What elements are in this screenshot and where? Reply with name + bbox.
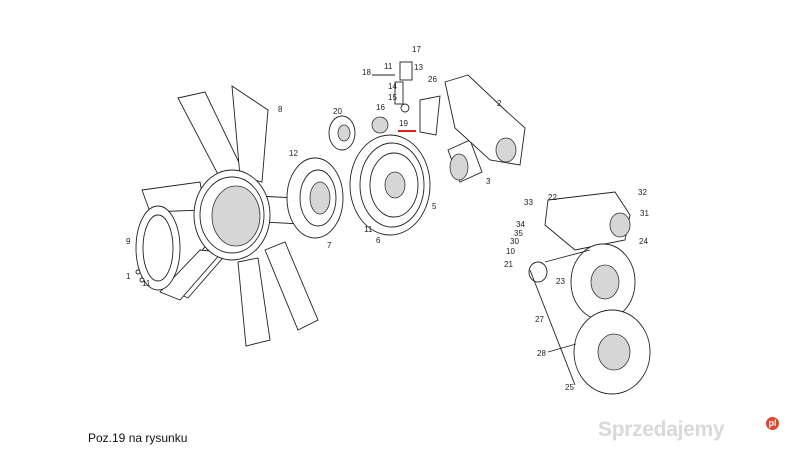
fan-blades [141, 85, 336, 347]
part-label: 6 [376, 236, 381, 245]
part-label: 17 [412, 45, 421, 54]
part-label: 34 [516, 220, 525, 229]
part-label: 10 [506, 247, 515, 256]
part-label: 21 [504, 260, 513, 269]
part-label: 1 [126, 272, 131, 281]
part-label: 11 [142, 279, 151, 288]
part-number-labels: 17 18 11 13 14 26 15 16 20 19 2 8 12 5 3… [126, 45, 649, 392]
part-label: 13 [414, 63, 423, 72]
small-hardware-parts [371, 61, 441, 136]
part-label: 8 [278, 105, 283, 114]
part-label: 33 [524, 198, 533, 207]
part-label: 26 [428, 75, 437, 84]
crank-pulley [349, 134, 431, 236]
part-label: 16 [376, 103, 385, 112]
watermark-logo: Sprzedajemy [598, 418, 725, 441]
part-label: 14 [388, 82, 397, 91]
part-label: 5 [432, 202, 437, 211]
idler-pulley [328, 115, 356, 151]
watermark-badge: pl [766, 417, 779, 430]
part-label: 23 [556, 277, 565, 286]
part-label: 28 [537, 349, 546, 358]
water-pump-housing [544, 191, 631, 251]
fan-shroud-ring [135, 205, 181, 291]
part-label: 27 [535, 315, 544, 324]
part-label: 11 [364, 225, 373, 234]
part-label: 11 [384, 62, 393, 71]
part-label: 2 [497, 99, 502, 108]
part-label: 25 [565, 383, 574, 392]
part-label: 19 [399, 119, 408, 128]
part-label: 35 [514, 229, 523, 238]
part-label: 22 [548, 193, 557, 202]
viscous-coupling [286, 157, 344, 239]
tensioner-bracket [444, 74, 526, 166]
part-label: 3 [486, 177, 491, 186]
lower-pulleys-and-belt [528, 243, 651, 395]
part-label: 30 [510, 237, 519, 246]
part-label: 9 [126, 237, 131, 246]
part-label: 12 [289, 149, 298, 158]
bushing [447, 139, 483, 183]
part-label: 7 [327, 241, 332, 250]
part-label: 31 [640, 209, 649, 218]
part-label: 20 [333, 107, 342, 116]
part-label: 24 [639, 237, 648, 246]
fan-hub [193, 169, 271, 261]
part-label: 18 [362, 68, 371, 77]
part-label: 32 [638, 188, 647, 197]
part-label: 15 [388, 93, 397, 102]
caption-text: Poz.19 na rysunku [88, 431, 188, 445]
